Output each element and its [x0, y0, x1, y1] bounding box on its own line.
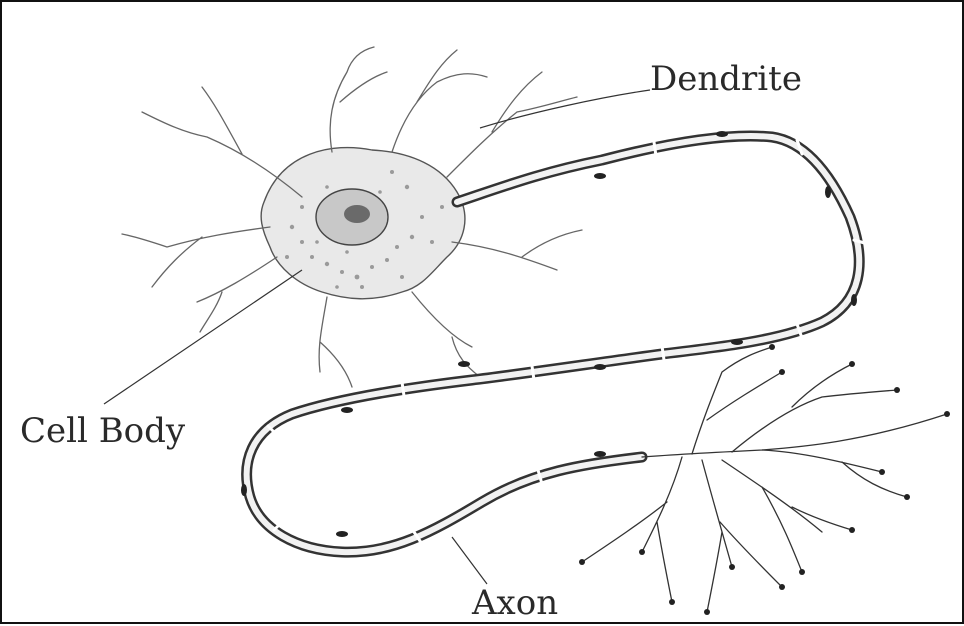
terminal-branch [582, 457, 682, 602]
dendrite-branch [319, 297, 352, 387]
axon-leader [452, 537, 487, 584]
synaptic-bulbs [579, 344, 950, 615]
dendrite-branch [447, 72, 577, 177]
axon-terminals [582, 347, 947, 612]
cell-body-label: Cell Body [20, 411, 186, 451]
dendrite-branch [330, 47, 387, 152]
terminal-branch [762, 450, 907, 497]
terminal-branch [702, 460, 782, 612]
cell-body [261, 148, 465, 299]
dendrite-label: Dendrite [650, 59, 802, 99]
axon-label: Axon [471, 583, 558, 623]
dendrite-branch [122, 227, 270, 287]
terminal-branch [642, 414, 947, 457]
terminal-branch [732, 364, 897, 452]
cell-body-leader [104, 270, 302, 404]
terminal-branch [692, 347, 782, 454]
nucleolus [344, 205, 370, 223]
terminal-branch [722, 460, 852, 572]
dendrite-branch [392, 50, 487, 152]
dendrite-branch [452, 230, 582, 270]
